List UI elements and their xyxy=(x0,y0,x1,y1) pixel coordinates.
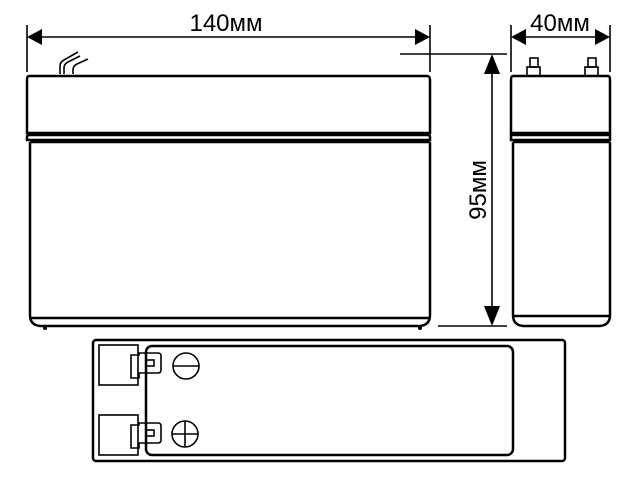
minus-icon xyxy=(172,352,200,380)
case-body xyxy=(28,142,432,328)
height-dimension: 95мм xyxy=(400,53,507,327)
top-recess xyxy=(144,344,515,457)
length-label: 140мм xyxy=(189,10,262,37)
side-view xyxy=(509,57,612,328)
positive-terminal xyxy=(98,414,162,456)
width-label: 40мм xyxy=(530,10,590,37)
terminal-tab xyxy=(59,51,79,74)
front-view xyxy=(25,51,432,330)
top-view xyxy=(91,338,567,463)
negative-terminal xyxy=(98,344,162,386)
top-outline xyxy=(91,338,567,463)
terminal-left xyxy=(526,57,541,77)
length-dimension: 140мм xyxy=(26,10,431,72)
plus-icon xyxy=(171,420,199,448)
height-label: 95мм xyxy=(465,160,492,220)
terminal-right xyxy=(584,57,599,77)
width-dimension: 40мм xyxy=(510,10,611,72)
lid xyxy=(25,74,432,135)
